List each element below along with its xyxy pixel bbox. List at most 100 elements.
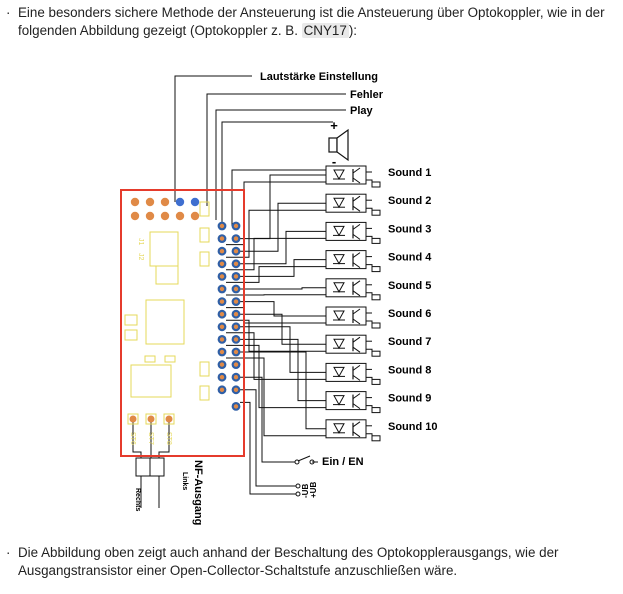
optocoupler: Sound 1 bbox=[325, 165, 431, 188]
board-label: ST6 bbox=[129, 432, 136, 445]
wire bbox=[366, 433, 373, 438]
wire bbox=[215, 109, 346, 220]
board-pad bbox=[145, 197, 155, 207]
outro-paragraph: · Die Abbildung oben zeigt auch anhand d… bbox=[6, 544, 616, 580]
pin-center bbox=[233, 261, 239, 266]
optocoupler-body bbox=[325, 221, 367, 241]
speaker-minus: - bbox=[332, 154, 336, 169]
pin-center bbox=[233, 324, 239, 329]
board-pad bbox=[190, 197, 200, 207]
pin-center bbox=[219, 375, 225, 380]
transistor-emitter bbox=[352, 290, 361, 297]
transistor-emitter bbox=[352, 262, 361, 269]
transistor-emitter bbox=[352, 205, 361, 212]
wire bbox=[240, 401, 296, 495]
board-pad bbox=[145, 211, 155, 221]
led-icon bbox=[333, 282, 345, 293]
component-outline bbox=[155, 265, 179, 285]
wire bbox=[240, 313, 326, 345]
pin-center bbox=[233, 249, 239, 254]
bullet: · bbox=[6, 5, 11, 20]
component-outline bbox=[144, 355, 156, 363]
pin-center bbox=[219, 337, 225, 342]
label-supply-minus: -UB bbox=[301, 484, 310, 498]
optocoupler: Sound 4 bbox=[325, 250, 432, 273]
optocoupler: Sound 6 bbox=[325, 306, 431, 329]
sound-label: Sound 3 bbox=[388, 223, 431, 235]
pin-center bbox=[219, 274, 225, 279]
speaker-icon bbox=[328, 128, 349, 162]
output-terminal bbox=[371, 209, 381, 216]
wire bbox=[366, 235, 373, 241]
pin-center bbox=[233, 286, 239, 292]
wire bbox=[366, 292, 373, 297]
component-outline bbox=[199, 227, 210, 243]
output-terminal bbox=[371, 435, 381, 442]
transistor-collector bbox=[352, 223, 361, 230]
optocoupler-body bbox=[325, 334, 367, 354]
transistor-emitter bbox=[352, 403, 361, 410]
sound-label: Sound 2 bbox=[388, 195, 431, 207]
output-terminal bbox=[371, 294, 381, 301]
wire bbox=[240, 287, 326, 290]
wire bbox=[226, 209, 326, 258]
wire bbox=[366, 376, 373, 382]
board-label: J2 bbox=[137, 253, 144, 261]
transistor-emitter bbox=[352, 233, 361, 240]
output-terminal bbox=[371, 181, 381, 188]
pin-center bbox=[219, 223, 225, 229]
led-icon bbox=[333, 225, 345, 237]
pin-center bbox=[233, 312, 239, 317]
led-icon bbox=[333, 395, 345, 406]
label-enable: Ein / EN bbox=[322, 456, 364, 468]
optocoupler: Sound 8 bbox=[325, 362, 431, 385]
optocoupler: Sound 10 bbox=[325, 419, 438, 442]
board-pad bbox=[175, 197, 185, 207]
led-icon bbox=[333, 169, 345, 181]
bullet: · bbox=[6, 545, 11, 560]
wire bbox=[240, 174, 326, 240]
transistor-collector bbox=[352, 393, 361, 400]
part-number-link[interactable]: CNY17 bbox=[301, 23, 349, 38]
chip-outline bbox=[145, 299, 185, 345]
transistor-collector bbox=[352, 308, 361, 315]
wire bbox=[226, 344, 326, 409]
output-terminal bbox=[371, 322, 381, 329]
outro-text: Die Abbildung oben zeigt auch anhand der… bbox=[18, 545, 559, 578]
board-pad bbox=[160, 197, 170, 207]
wire bbox=[240, 202, 326, 252]
transistor-collector bbox=[352, 364, 361, 371]
enable-switch-icon bbox=[294, 455, 315, 465]
supply-minus-terminal bbox=[295, 483, 301, 489]
transistor-collector bbox=[352, 280, 361, 287]
wire bbox=[240, 389, 296, 487]
wire bbox=[206, 93, 346, 206]
module-board bbox=[120, 189, 245, 457]
chip-outline bbox=[149, 231, 179, 267]
chip-outline bbox=[130, 364, 172, 398]
wire bbox=[240, 376, 295, 463]
pin-center bbox=[219, 236, 225, 241]
pin-center bbox=[233, 337, 239, 342]
sound-label: Sound 8 bbox=[388, 364, 431, 376]
led-icon bbox=[333, 254, 345, 265]
transistor-collector bbox=[352, 252, 361, 259]
board-pad bbox=[160, 211, 170, 221]
component-outline bbox=[199, 385, 210, 401]
st-pad bbox=[127, 413, 139, 425]
pin-center bbox=[233, 236, 239, 241]
sound-label: Sound 9 bbox=[388, 393, 431, 405]
wire bbox=[226, 357, 326, 437]
wire bbox=[226, 319, 326, 352]
pin-center bbox=[219, 299, 225, 304]
led-icon bbox=[333, 423, 345, 434]
supply-plus-terminal bbox=[295, 491, 301, 497]
wire bbox=[366, 207, 373, 213]
intro-text: Eine besonders sichere Methode der Anste… bbox=[18, 5, 605, 38]
pin-center bbox=[233, 387, 239, 392]
output-terminal bbox=[371, 407, 381, 414]
optocoupler-body bbox=[325, 419, 367, 439]
optocoupler-body bbox=[325, 193, 367, 213]
transistor-emitter bbox=[352, 346, 361, 353]
